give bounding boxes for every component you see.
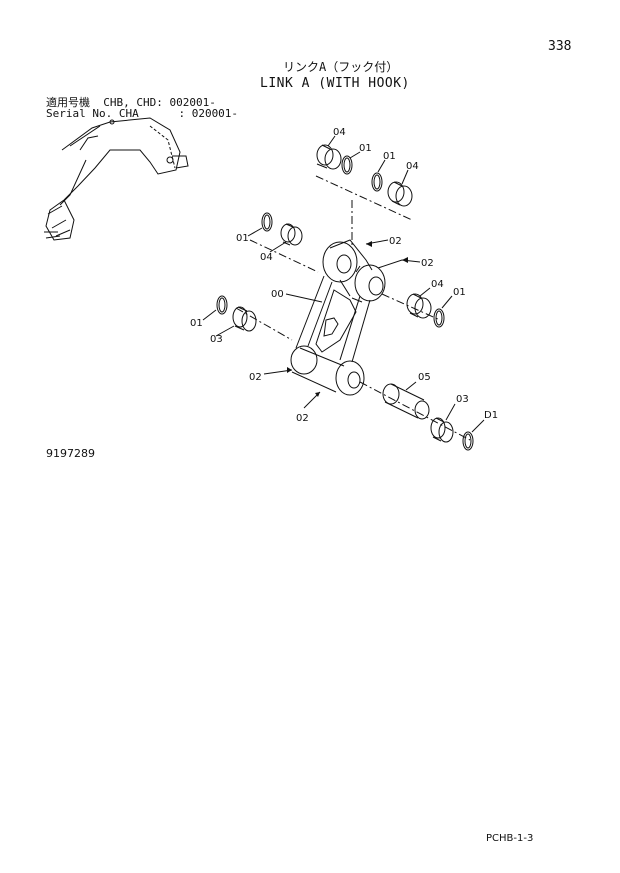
callout-01-left-upper: 01 (236, 233, 249, 244)
callout-04-right: 04 (431, 279, 444, 290)
callout-05: 05 (418, 372, 431, 383)
callout-04-top: 04 (333, 127, 346, 138)
callout-01-right: 01 (453, 287, 466, 298)
title-japanese: リンクA（フック付） (283, 60, 399, 74)
link-body (290, 239, 386, 396)
footer-code: PCHB-1-3 (486, 833, 534, 844)
title-english: LINK A (WITH HOOK) (260, 76, 410, 91)
excavator-thumbnail-icon (44, 117, 189, 241)
drawing-number: 9197289 (46, 447, 95, 460)
serial-applicability-line: 適用号機 CHB, CHD: 002001- (46, 96, 216, 109)
callout-00: 00 (271, 289, 284, 300)
callout-02-upper: 02 (389, 236, 402, 247)
callout-02-right: 02 (421, 258, 434, 269)
serial-number-line: Serial No. CHA : 020001- (46, 107, 239, 120)
callout-01-mid: 01 (383, 151, 396, 162)
callout-04-right-top: 04 (406, 161, 419, 172)
page-number: 338 (548, 39, 572, 54)
callout-02-bottom: 02 (296, 413, 309, 424)
callout-d1-bottom: D1 (484, 410, 498, 421)
callout-04-left-upper: 04 (260, 252, 273, 263)
callout-03-right: 03 (456, 394, 469, 405)
callout-01-left-lower: 01 (190, 318, 203, 329)
callout-03-left: 03 (210, 334, 223, 345)
callout-01-top: 01 (359, 143, 372, 154)
callout-02-left: 02 (249, 372, 262, 383)
